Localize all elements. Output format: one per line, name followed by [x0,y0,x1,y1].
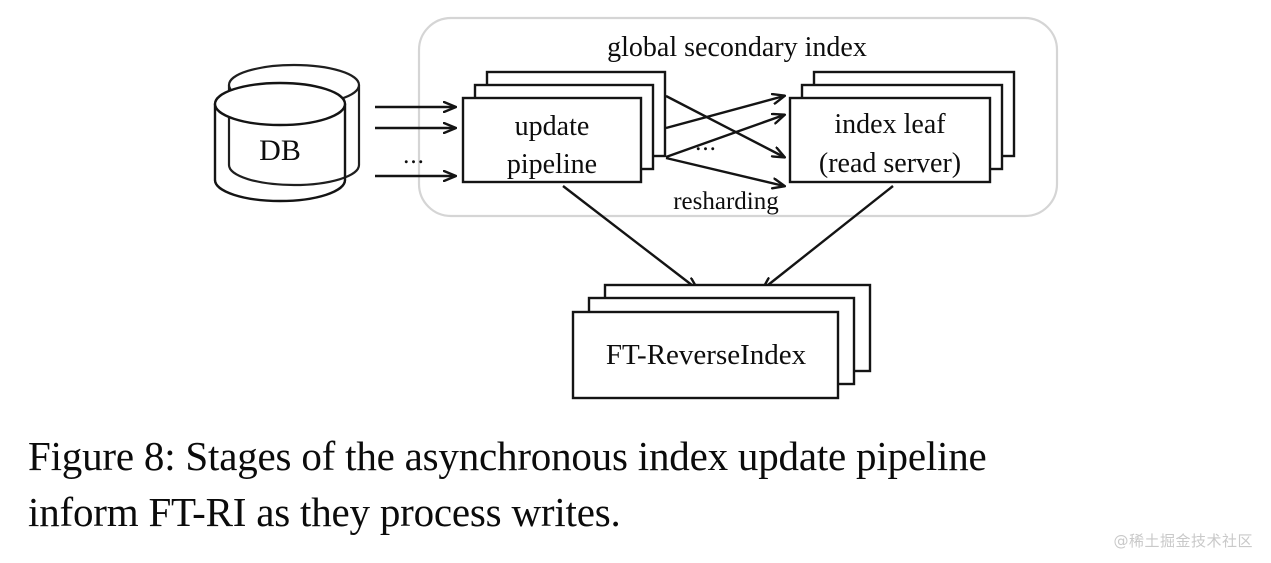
db-to-pipeline-arrows: ... [375,107,455,176]
resharding-label: resharding [673,188,779,215]
watermark: @稀土掘金技术社区 [1113,532,1253,550]
update-pipeline-to-ft-arrow [562,185,697,289]
db-cylinder: DB [213,63,361,203]
update-pipeline-front-card [461,96,643,184]
index-leaf-stack: index leaf (read server) [788,70,1016,184]
caption-line-1: Figure 8: Stages of the asynchronous ind… [28,433,987,479]
update-pipeline-label-line2: pipeline [507,149,597,180]
diagram-canvas: global secondary index DB ... [213,16,1059,400]
index-leaf-front-card [788,96,992,184]
caption-line-2: inform FT-RI as they process writes. [28,489,621,536]
resharding-arrows: ... resharding [665,94,784,215]
db-arrows-ellipsis: ... [403,142,425,169]
resharding-arrow-4 [665,156,784,186]
db-label: DB [259,134,301,167]
ft-reverse-index-label: FT-ReverseIndex [606,339,807,371]
pipeline-to-ft-arrows [562,185,894,289]
index-leaf-label-line1: index leaf [834,109,946,140]
ft-reverse-index-front-card [571,310,840,400]
update-pipeline-label-line1: update [515,111,590,142]
index-leaf-label-line2: (read server) [819,148,961,179]
global-secondary-index-label: global secondary index [607,32,867,63]
resharding-arrow-1 [665,94,784,157]
index-leaf-to-ft-arrow [763,185,894,289]
figure-caption: Figure 8: Stages of the asynchronous ind… [28,428,1253,540]
update-pipeline-stack: update pipeline [461,70,667,184]
resharding-ellipsis: ... [695,129,717,156]
resharding-arrow-3 [665,115,784,159]
ft-reverse-index-stack: FT-ReverseIndex [571,283,872,400]
resharding-arrow-2 [665,96,784,130]
